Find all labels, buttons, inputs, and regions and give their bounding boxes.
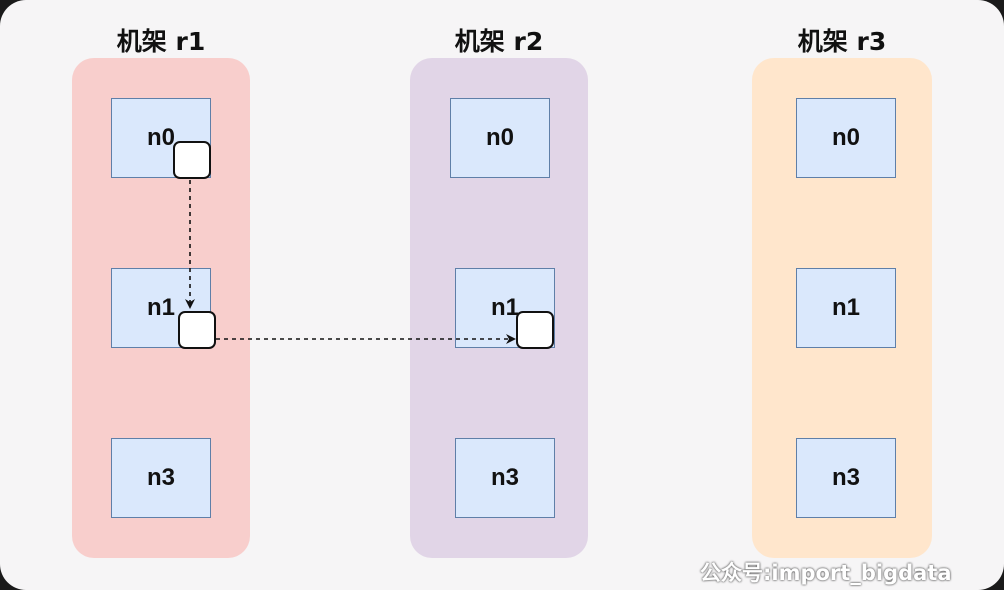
rack-r3-node-n3: n3	[796, 438, 896, 518]
rack-title-r2: 机架 r2	[454, 27, 544, 56]
rack-r3-node-n1: n1	[796, 268, 896, 348]
block-replica-r1-n1	[178, 311, 216, 349]
block-replica-r1-n0	[173, 141, 211, 179]
rack-r2-node-n3: n3	[455, 438, 555, 518]
rack-r2-node-n0: n0	[450, 98, 550, 178]
rack-r2-node-n1: n1	[455, 268, 555, 348]
rack-title-r1: 机架 r1	[116, 27, 206, 56]
rack-r3-node-n0: n0	[796, 98, 896, 178]
rack-title-r3: 机架 r3	[797, 27, 887, 56]
watermark-text: 公众号:import_bigdata	[700, 561, 952, 585]
block-replica-r2-n1	[516, 311, 554, 349]
rack-r1-node-n3: n3	[111, 438, 211, 518]
